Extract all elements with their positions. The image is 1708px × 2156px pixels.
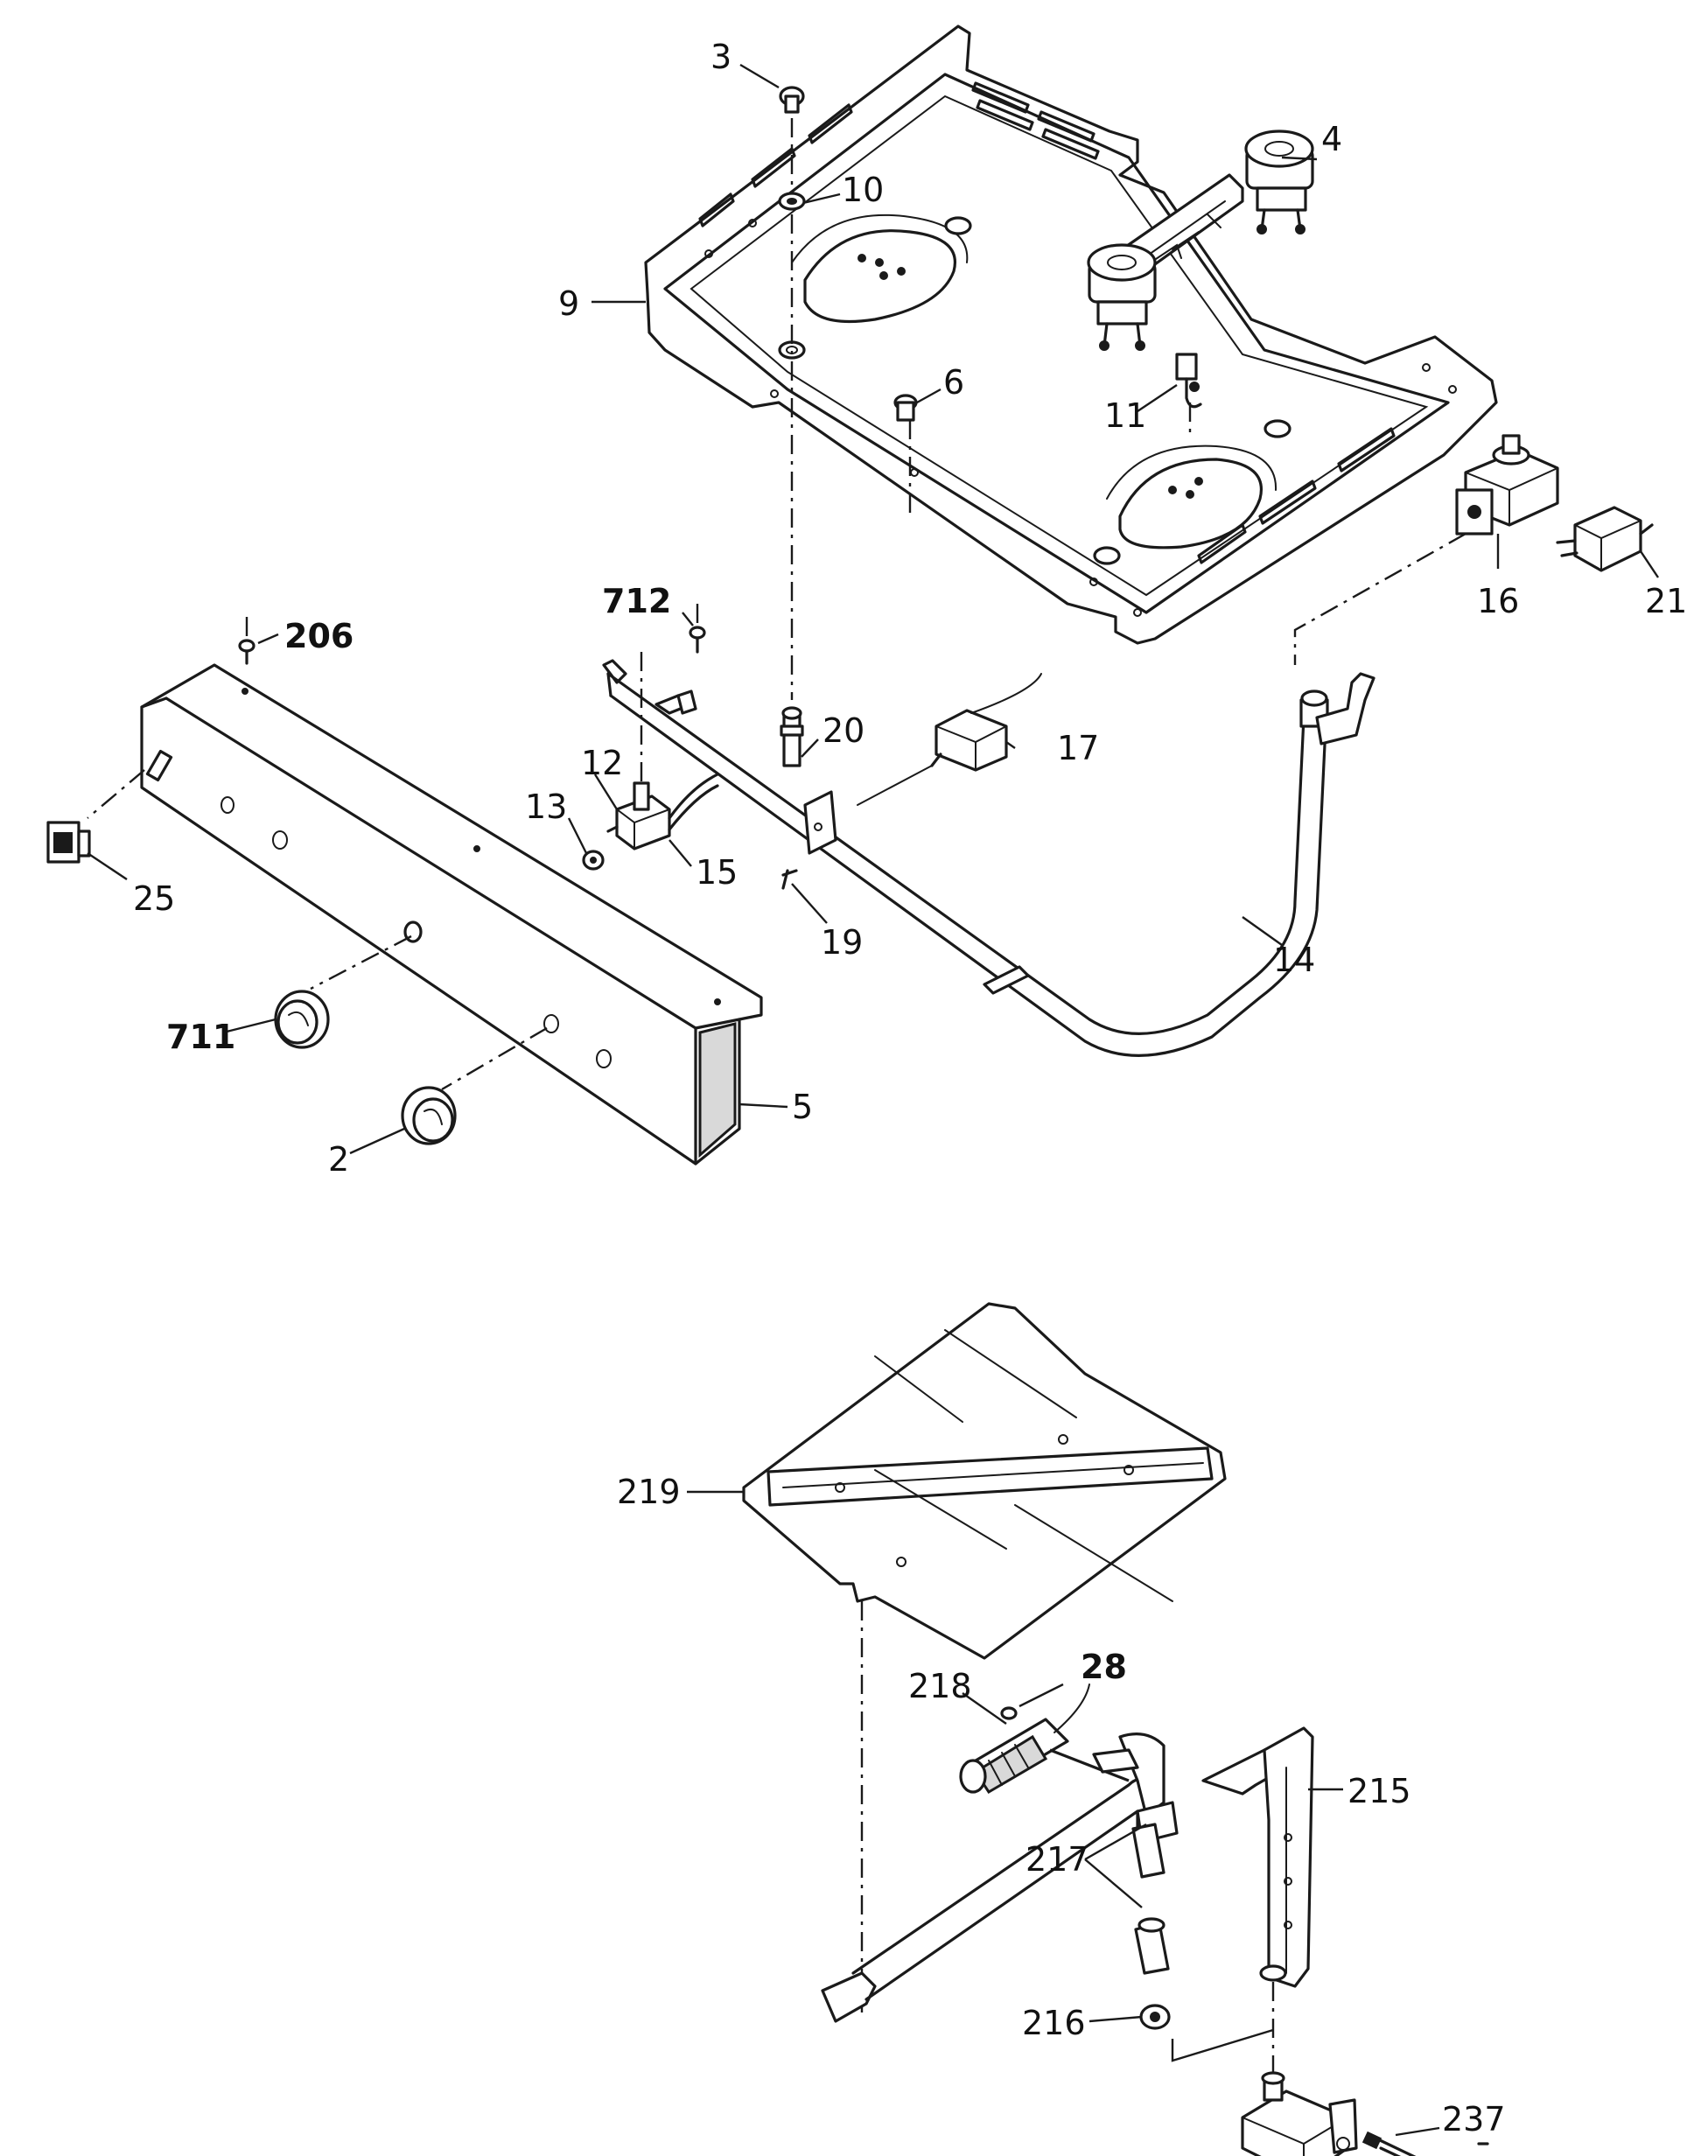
label-5: 5 (792, 1088, 813, 1126)
valve-part-214 (1241, 2071, 1358, 2156)
screw-part-28 (1000, 1706, 1018, 1720)
label-2: 2 (328, 1140, 349, 1179)
label-19: 19 (821, 923, 863, 962)
nut-part-13 (582, 850, 605, 871)
broil-burner-tube (821, 1732, 1179, 2023)
label-219: 219 (617, 1473, 681, 1511)
label-16: 16 (1477, 582, 1519, 620)
label-4: 4 (1321, 120, 1342, 158)
switch-part-17 (857, 673, 1042, 806)
label-15: 15 (696, 853, 738, 892)
knob-part-711 (274, 990, 330, 1049)
bracket-part-215 (1201, 1726, 1314, 1988)
cap-part-3 (779, 86, 805, 114)
switch-part-21 (1556, 506, 1654, 572)
label-12: 12 (581, 744, 623, 782)
screw-part-712 (689, 626, 706, 654)
plug-part-6 (893, 394, 918, 422)
label-20: 20 (822, 711, 864, 750)
tube-part-237 (1362, 2131, 1489, 2156)
label-6: 6 (943, 363, 964, 402)
cooktop-base-pan (644, 24, 1498, 645)
label-712: 712 (602, 582, 671, 620)
switch-part-25 (46, 821, 91, 864)
orifice-part-20 (780, 706, 804, 767)
label-215: 215 (1348, 1772, 1411, 1810)
label-218: 218 (908, 1667, 972, 1705)
washer-part-10 (778, 192, 806, 211)
label-21: 21 (1645, 582, 1687, 620)
clip-part-11 (1175, 353, 1202, 409)
valve-part-16 (1455, 434, 1559, 536)
label-237: 237 (1442, 2100, 1506, 2138)
label-14: 14 (1273, 941, 1315, 979)
label-711: 711 (166, 1018, 235, 1056)
igniter-part-218 (959, 1684, 1090, 1795)
label-17: 17 (1057, 729, 1099, 767)
label-217: 217 (1026, 1840, 1089, 1879)
screw-part-206 (238, 639, 256, 665)
label-25: 25 (133, 879, 175, 918)
label-206: 206 (284, 617, 354, 655)
burner-assembly (1087, 130, 1314, 351)
control-panel-part-5 (140, 663, 763, 1166)
valve-part-15 (606, 773, 719, 850)
label-216: 216 (1022, 2004, 1086, 2042)
label-10: 10 (842, 171, 884, 209)
leader-lines (87, 63, 1659, 2137)
gas-manifold-tube (602, 659, 1376, 1057)
screw-part-19 (781, 869, 798, 890)
nut-part-216 (1139, 2004, 1171, 2030)
label-9: 9 (558, 284, 579, 323)
label-11: 11 (1104, 396, 1146, 435)
label-28: 28 (1081, 1648, 1127, 1686)
broil-baffle-part-219 (742, 1302, 1227, 1660)
label-13: 13 (525, 788, 567, 826)
knob-part-2 (401, 1086, 457, 1145)
label-3: 3 (710, 38, 732, 76)
coupling-part-217 (1131, 1823, 1170, 1975)
part-labels: 3 10 4 9 6 11 16 21 712 206 20 17 12 13 … (133, 38, 1687, 2138)
